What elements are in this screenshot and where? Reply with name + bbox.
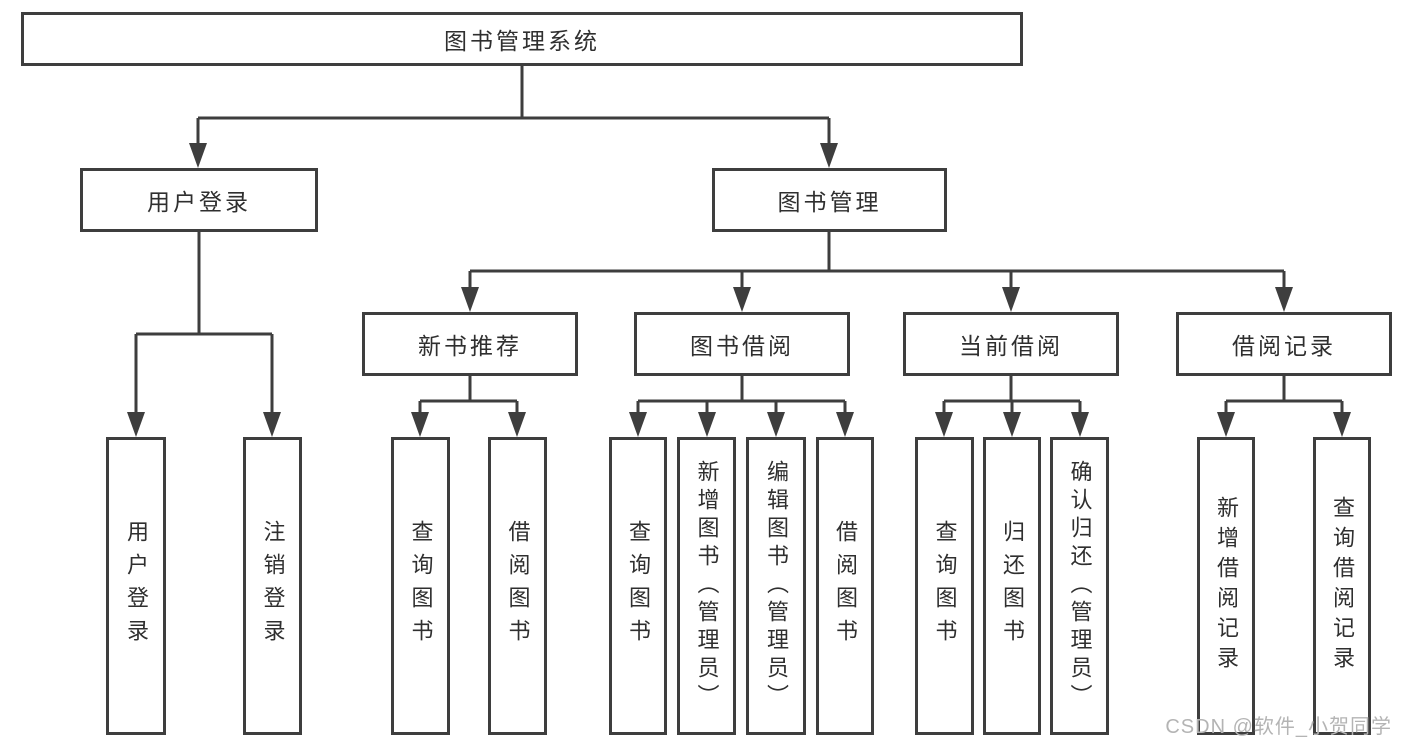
node-book-borrowing-label: 图书借阅 xyxy=(690,333,794,359)
connector-user-login-to-leaves xyxy=(127,232,281,437)
leaf-borrow-books-recommend: 借阅图书 xyxy=(488,437,547,735)
node-new-book-recommend: 新书推荐 xyxy=(362,312,578,376)
node-borrowing-records: 借阅记录 xyxy=(1176,312,1392,376)
leaf-query-borrow-record: 查询借阅记录 xyxy=(1313,437,1371,735)
node-book-borrowing: 图书借阅 xyxy=(634,312,850,376)
leaf-confirm-return-admin-label: 确认归还（管理员） xyxy=(1067,460,1093,712)
leaf-edit-books-admin: 编辑图书（管理员） xyxy=(746,437,806,735)
leaf-add-books-admin: 新增图书（管理员） xyxy=(677,437,736,735)
leaf-query-books-current: 查询图书 xyxy=(915,437,974,735)
leaf-user-login-label: 用户登录 xyxy=(124,520,149,652)
connector-borrowing-records-to-leaves xyxy=(1217,376,1351,437)
leaf-query-books-current-label: 查询图书 xyxy=(932,520,958,652)
leaf-edit-books-admin-label: 编辑图书（管理员） xyxy=(764,460,789,712)
leaf-user-login: 用户登录 xyxy=(106,437,166,735)
leaf-query-books-borrowing: 查询图书 xyxy=(609,437,667,735)
leaf-borrow-books-borrowing: 借阅图书 xyxy=(816,437,874,735)
leaf-add-borrow-record: 新增借阅记录 xyxy=(1197,437,1255,735)
leaf-query-books-recommend: 查询图书 xyxy=(391,437,450,735)
leaf-return-books-label: 归还图书 xyxy=(1000,520,1025,652)
leaf-query-books-borrowing-label: 查询图书 xyxy=(626,520,651,652)
connector-book-borrowing-to-leaves xyxy=(629,376,854,437)
node-root-label: 图书管理系统 xyxy=(444,28,600,54)
leaf-borrow-books-recommend-label: 借阅图书 xyxy=(505,520,531,652)
leaf-logout-label: 注销登录 xyxy=(260,520,286,652)
node-current-borrowing: 当前借阅 xyxy=(903,312,1119,376)
node-book-management: 图书管理 xyxy=(712,168,947,232)
connector-root-to-level2 xyxy=(189,66,838,168)
connector-book-management-to-level3 xyxy=(461,232,1293,312)
leaf-borrow-books-borrowing-label: 借阅图书 xyxy=(833,520,858,652)
leaf-confirm-return-admin: 确认归还（管理员） xyxy=(1050,437,1109,735)
node-user-login-label: 用户登录 xyxy=(147,189,251,215)
node-new-book-recommend-label: 新书推荐 xyxy=(418,333,522,359)
node-book-management-label: 图书管理 xyxy=(777,189,882,215)
node-current-borrowing-label: 当前借阅 xyxy=(959,333,1063,359)
leaf-query-books-recommend-label: 查询图书 xyxy=(408,520,434,652)
leaf-add-borrow-record-label: 新增借阅记录 xyxy=(1214,496,1239,676)
connector-new-book-recommend-to-leaves xyxy=(411,376,526,437)
leaf-logout: 注销登录 xyxy=(243,437,302,735)
connector-current-borrowing-to-leaves xyxy=(935,376,1089,437)
leaf-return-books: 归还图书 xyxy=(983,437,1041,735)
node-borrowing-records-label: 借阅记录 xyxy=(1232,333,1336,359)
leaf-add-books-admin-label: 新增图书（管理员） xyxy=(694,460,720,712)
node-root: 图书管理系统 xyxy=(21,12,1023,66)
watermark-text: CSDN @软件_小贺同学 xyxy=(1165,716,1392,738)
leaf-query-borrow-record-label: 查询借阅记录 xyxy=(1330,496,1355,676)
node-user-login: 用户登录 xyxy=(80,168,318,232)
